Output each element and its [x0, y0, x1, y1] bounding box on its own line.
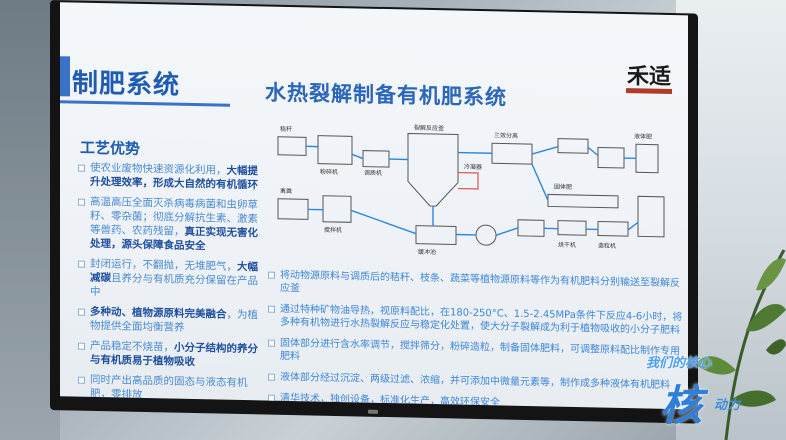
process-description-list: 将动物源原料与调质后的秸秆、枝条、蔬菜等植物源原料等作为有机肥料分别输送至裂解反…	[268, 269, 688, 410]
process-flow-diagram: 秸秆 粉碎机 调质机 裂解反应釜 冷凝器 禽粪 搅拌机 缓冲池 三效分离 液体肥…	[277, 124, 665, 256]
diagram-label: 秸秆	[280, 125, 292, 133]
diagram-label: 烘干机	[558, 241, 576, 249]
advantages-title: 工艺优势	[80, 138, 141, 158]
presentation-slide: 制肥系统 水热裂解制备有机肥系统 禾适 工艺优势 使农业废物快速资源化利用，大幅…	[60, 2, 688, 410]
advantage-item: 多种动、植物源原料完美融合，为植物提供全面均衡营养	[78, 305, 258, 337]
watermark-main-char: 核	[660, 381, 703, 430]
diagram-label: 粉碎机	[320, 168, 338, 176]
description-item: 清华技术，独创设备，标准化生产，高效环保安全	[268, 392, 688, 410]
watermark-small-text: 动力	[714, 398, 741, 413]
advantage-item: 封闭运行，不翻抛，无堆肥气，大幅减碳且养分与有机质充分保留在产品中	[78, 257, 258, 303]
advantage-item: 高温高压全面灭杀病毒病菌和虫卵草籽、零杂菌；彻底分解抗生素、激素等兽药、农药残留…	[78, 195, 258, 255]
description-item: 固体部分进行含水率调节，搅拌筛分，粉碎造粒，制备固体肥料，可调整原料配比制作专用…	[268, 337, 688, 372]
diagram-label: 裂解反应釜	[414, 124, 444, 133]
plant-leaves	[696, 249, 786, 440]
description-item: 液体部分经过沉淀、两级过滤、浓缩，并可添加中微量元素等，制作成多种液体有机肥料	[268, 371, 688, 393]
slide-title: 水热裂解制备有机肥系统	[265, 80, 507, 110]
advantages-list: 使农业废物快速资源化利用，大幅提升处理效率，形成大自然的有机循环 高温高压全面灭…	[78, 161, 258, 410]
accent-bar	[60, 56, 70, 97]
accent-underline	[60, 100, 230, 107]
diagram-label: 搅拌机	[324, 226, 342, 234]
diagram-label: 液体肥	[634, 132, 652, 140]
diagram-label: 固体肥	[554, 183, 572, 191]
logo-text: 禾适	[626, 63, 671, 91]
description-item: 通过特种矿物油导热，视原料配比，在180-250°C、1.5-2.45MPa条件…	[268, 303, 688, 338]
diagram-label: 冷凝器	[464, 163, 482, 171]
brand-logo: 禾适	[620, 58, 678, 107]
watermark-top-text: 我们的核心	[646, 356, 712, 371]
diagram-label: 禽粪	[280, 187, 292, 195]
broadcast-watermark: 我们的核心 核 动力	[646, 352, 764, 434]
advantage-item: 同时产出高品质的固态与液态有机肥，零排放	[78, 373, 258, 405]
advantage-item: 产品稳定不烧苗，小分子结构的养分与有机质易于植物吸收	[78, 339, 258, 371]
diagram-label: 缓冲池	[418, 248, 436, 256]
section-title: 制肥系统	[72, 68, 181, 101]
tv-brand-mark	[368, 409, 378, 414]
diagram-label: 造粒机	[598, 241, 616, 249]
tv-monitor: 制肥系统 水热裂解制备有机肥系统 禾适 工艺优势 使农业废物快速资源化利用，大幅…	[50, 0, 698, 424]
diagram-label: 三效分离	[494, 131, 518, 140]
diagram-label: 调质机	[364, 169, 382, 177]
logo-seal	[626, 88, 672, 95]
advantage-item: 使农业废物快速资源化利用，大幅提升处理效率，形成大自然的有机循环	[78, 161, 258, 193]
